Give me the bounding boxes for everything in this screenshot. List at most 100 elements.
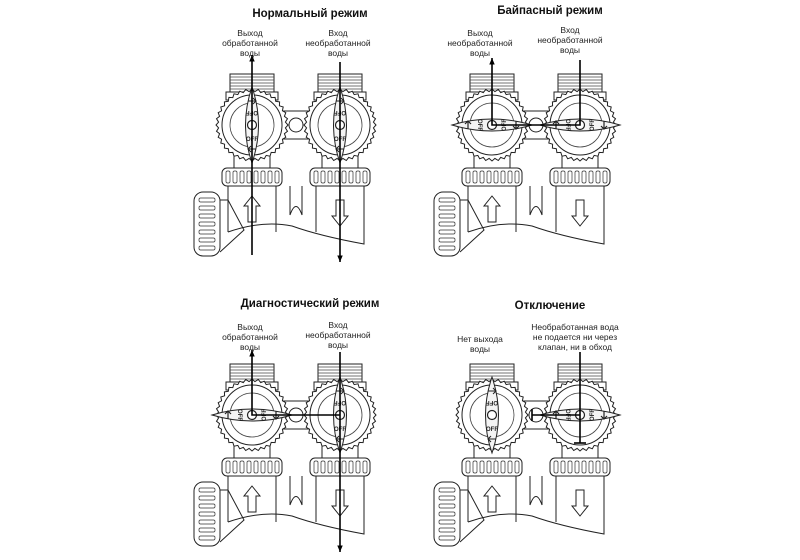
nut-rib (479, 170, 485, 184)
side-nut-rib (438, 221, 456, 227)
nut-rib (246, 460, 252, 474)
arrow-down-icon (600, 121, 608, 130)
nut-rib (313, 460, 319, 474)
nut-rib (225, 170, 231, 184)
inlet-arrow-icon (242, 485, 262, 513)
off-label-text: OFF (590, 119, 596, 131)
nut-rib (267, 170, 273, 184)
flow-line-bypass-head (489, 58, 495, 65)
nut-rib (239, 460, 245, 474)
side-nut-rib (198, 487, 216, 493)
side-nut-rib (438, 535, 456, 541)
label-inlet: Вход необработанной воды (537, 25, 603, 55)
ribbed-nut (549, 457, 611, 477)
nut-rib (239, 170, 245, 184)
side-nut-rib (198, 519, 216, 525)
nut-rib (334, 460, 340, 474)
nut-rib (514, 170, 520, 184)
nut-rib (588, 460, 594, 474)
nut-rib (465, 460, 471, 474)
side-nut-rib (438, 527, 456, 533)
base-housing (227, 223, 365, 245)
off-label-text: OFF (236, 409, 242, 421)
side-nut-rib (438, 503, 456, 509)
nut-rib (341, 170, 347, 184)
nut-rib (567, 460, 573, 474)
panel-off-mode: Отключение Нет выхода воды Необработанна… (420, 290, 680, 560)
nut-rib (274, 170, 280, 184)
side-nut-rib (438, 245, 456, 251)
nut-rib (493, 170, 499, 184)
nut-rib (313, 170, 319, 184)
nut-rib (327, 460, 333, 474)
base-arch (529, 186, 543, 216)
inlet-arrow-icon (482, 195, 502, 223)
side-nut-rib (198, 221, 216, 227)
nut-rib (500, 170, 506, 184)
nut-rib (362, 460, 368, 474)
arrow-up-icon (464, 120, 472, 129)
nut-rib (267, 460, 273, 474)
flow-line-inlet-head (337, 255, 343, 262)
nut-rib (493, 460, 499, 474)
side-nut-rib (198, 503, 216, 509)
lower-body-outline (555, 476, 605, 522)
nut-rib (560, 170, 566, 184)
ribbed-nut (461, 167, 523, 187)
flow-line-outlet-head (249, 350, 255, 357)
arrow-right-icon (488, 387, 497, 395)
nut-rib (472, 460, 478, 474)
nut-rib (320, 460, 326, 474)
side-nut-rib (438, 495, 456, 501)
flow-line-outlet (251, 350, 340, 416)
panel-diagnostic-mode: Диагностический режим Выход обработанной… (180, 290, 440, 560)
panel-bypass-mode: Байпасный режим Выход необработанной вод… (420, 0, 680, 270)
side-nut-rib (438, 519, 456, 525)
nut-rib (507, 460, 513, 474)
label-no-outlet: Нет выхода воды (457, 334, 503, 354)
arrow-left-icon (487, 435, 496, 443)
label-outlet: Выход обработанной воды (222, 28, 278, 58)
nut-rib (260, 170, 266, 184)
side-nut-rib (198, 229, 216, 235)
side-pipe (459, 199, 485, 253)
base-arch (529, 476, 543, 506)
label-outlet: Выход необработанной воды (447, 28, 513, 58)
side-nut-rib (438, 229, 456, 235)
side-nut-rib (198, 237, 216, 243)
nut-rib (348, 170, 354, 184)
base-arch (289, 476, 303, 506)
outlet-arrow-icon (570, 199, 590, 227)
nut-rib (595, 460, 601, 474)
lower-body-outline (315, 476, 365, 522)
off-label-text: OFF (590, 409, 596, 421)
nut-rib (334, 170, 340, 184)
side-nut-rib (198, 245, 216, 251)
nut-rib (341, 460, 347, 474)
nut-rib (232, 170, 238, 184)
panel-normal-mode: Нормальный режим Выход обработанной воды… (180, 0, 440, 270)
flow-line-bypass (491, 58, 581, 126)
nut-rib (362, 170, 368, 184)
side-nut-rib (438, 197, 456, 203)
side-nut-rib (438, 511, 456, 517)
side-nut-rib (198, 205, 216, 211)
inlet-arrow-icon (482, 485, 502, 513)
side-nut-rib (438, 213, 456, 219)
nut-rib (253, 170, 259, 184)
nut-rib (595, 170, 601, 184)
nut-rib (486, 170, 492, 184)
nut-rib (567, 170, 573, 184)
nut-rib (574, 460, 580, 474)
flow-line-inlet-head (337, 545, 343, 552)
label-no-inlet: Необработанная вода не подается ни через… (531, 322, 619, 352)
nut-rib (260, 460, 266, 474)
lower-body-outline (555, 186, 605, 232)
